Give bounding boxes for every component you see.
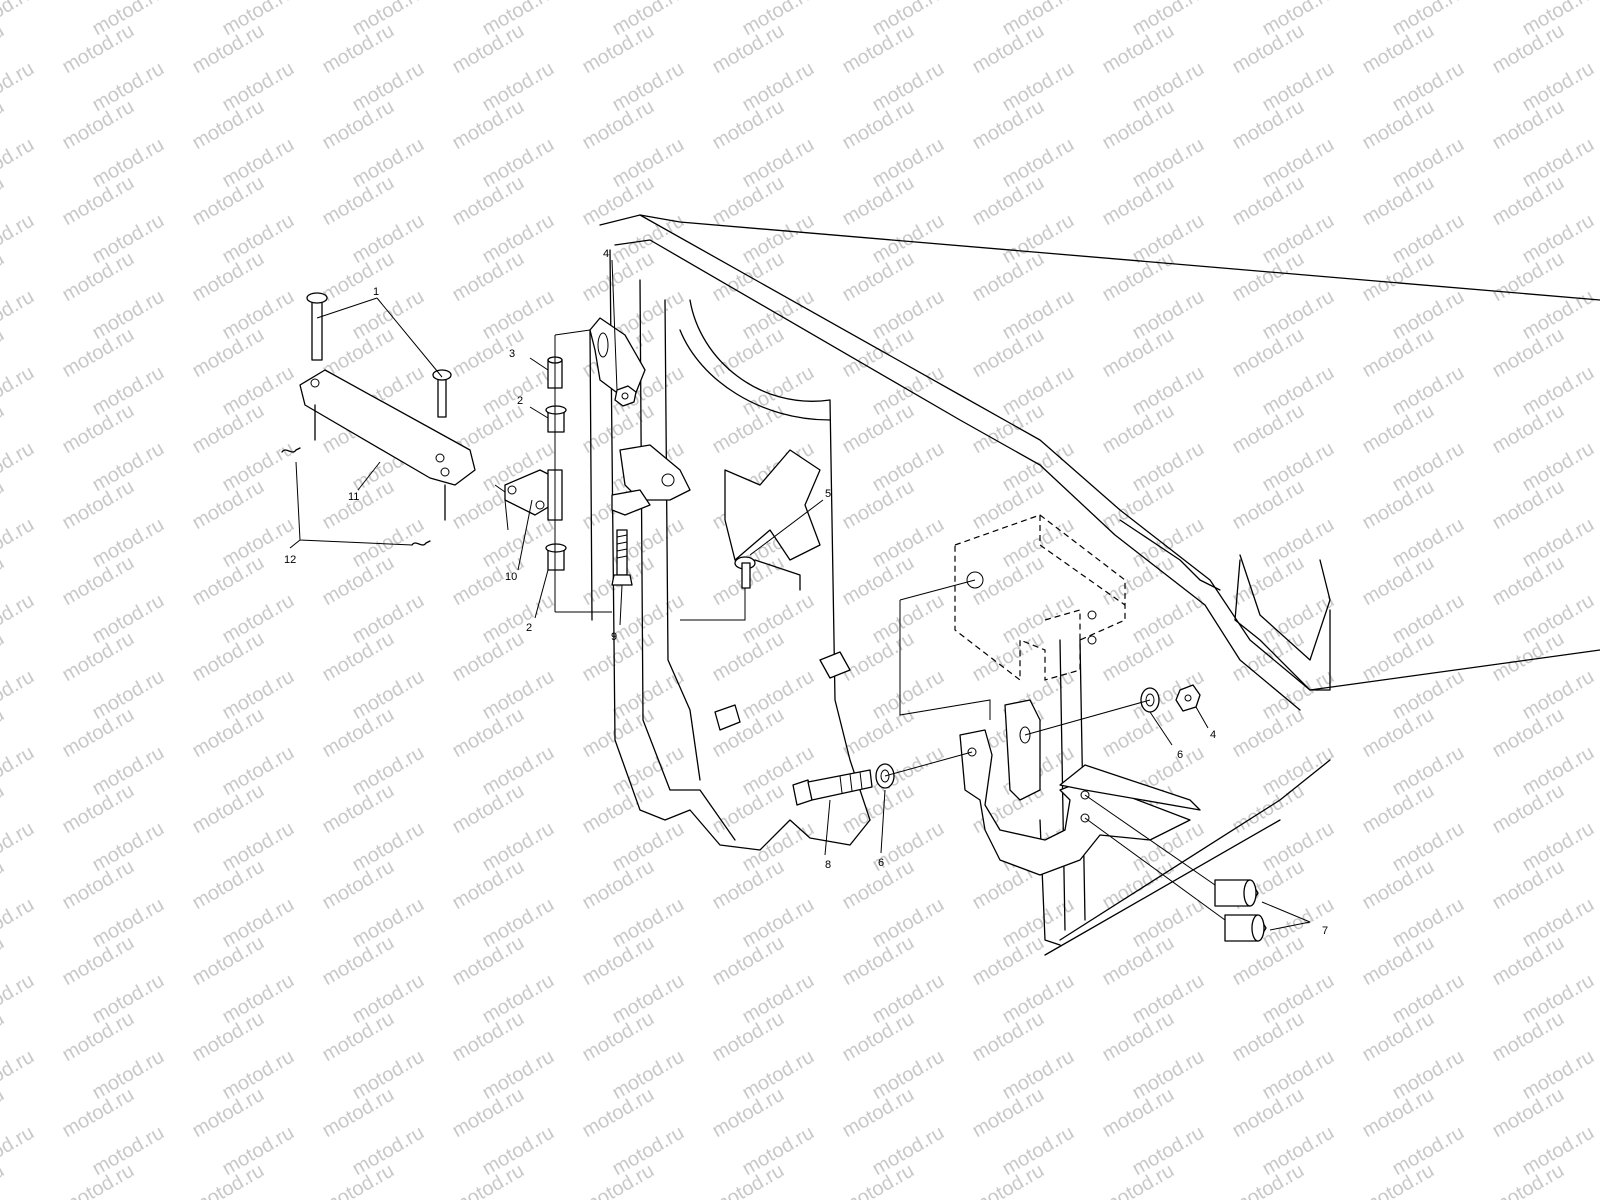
callout-6a: 6 bbox=[1177, 749, 1183, 761]
callout-2a: 2 bbox=[517, 395, 523, 407]
callout-11: 11 bbox=[348, 491, 359, 503]
callout-12: 12 bbox=[284, 554, 296, 566]
clevis-pin-1 bbox=[306, 292, 452, 418]
lock-nut-4-upper bbox=[614, 385, 637, 407]
callout-7: 7 bbox=[1322, 925, 1328, 937]
steering-arm-plate bbox=[589, 317, 691, 621]
ball-joint-5 bbox=[680, 556, 801, 621]
callout-3: 3 bbox=[509, 348, 515, 360]
pivot-bracket-10 bbox=[494, 469, 563, 531]
chassis-frame bbox=[599, 214, 1600, 956]
callout-2b: 2 bbox=[526, 622, 532, 634]
callout-10: 10 bbox=[505, 571, 517, 583]
callout-8: 8 bbox=[825, 859, 831, 871]
bushing-2-lower bbox=[545, 543, 567, 571]
bolt-8 bbox=[792, 769, 873, 806]
bushing-2-upper bbox=[545, 405, 567, 433]
tie-rod-11 bbox=[299, 369, 476, 521]
bolt-9 bbox=[611, 529, 633, 586]
lower-bracket bbox=[959, 699, 1201, 876]
leader-lines bbox=[289, 259, 1311, 931]
callout-9: 9 bbox=[611, 631, 617, 643]
bolt-7-lower bbox=[1224, 914, 1267, 942]
bolt-7-upper bbox=[1214, 879, 1259, 907]
mount-housing bbox=[899, 514, 1126, 720]
callout-1: 1 bbox=[373, 286, 379, 298]
callout-4b: 4 bbox=[1210, 729, 1216, 741]
callout-5: 5 bbox=[825, 488, 831, 500]
callout-4a: 4 bbox=[603, 248, 609, 260]
callout-labels: 1 3 4 2 11 12 10 2 9 5 6 4 8 6 7 bbox=[284, 248, 1328, 937]
callout-6b: 6 bbox=[878, 857, 884, 869]
